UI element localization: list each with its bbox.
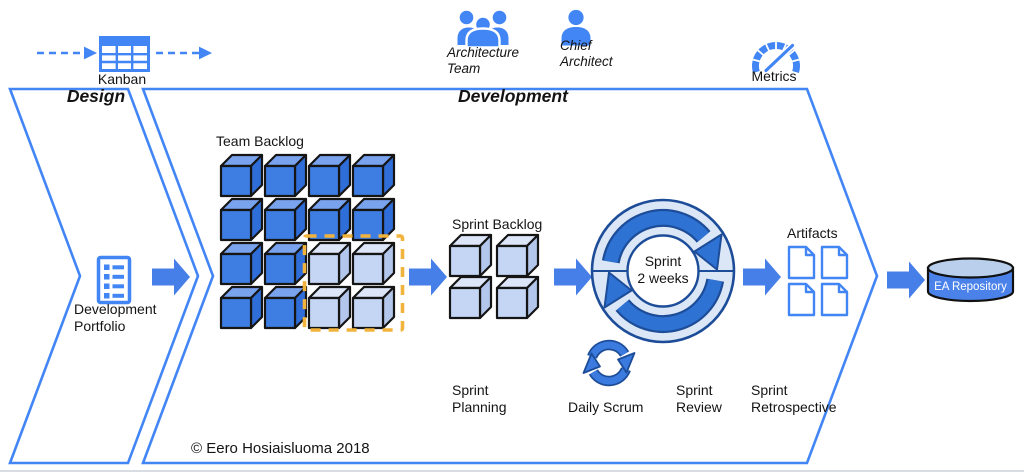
daily-scrum-icon — [582, 339, 636, 387]
metrics-gauge-icon — [750, 40, 802, 74]
chief-architect-icon — [561, 9, 591, 46]
daily-scrum-label: Daily Scrum — [568, 399, 644, 415]
architecture-team-label: Architecture Team — [447, 45, 520, 76]
team-backlog-label: Team Backlog — [216, 133, 304, 149]
ea-repository-label: EA Repository — [934, 281, 1007, 293]
sprint-cycle-label: Sprint 2 weeks — [637, 253, 689, 286]
design-stage-title: Design — [66, 86, 126, 106]
development-stage-title: Development — [458, 86, 568, 106]
metrics-label: Metrics — [751, 68, 797, 84]
ea-repository-database-icon — [926, 257, 1015, 303]
development-portfolio-icon — [96, 255, 132, 305]
kanban-label: Kanban — [97, 71, 147, 87]
architecture-team-icon — [457, 10, 509, 49]
sprint-planning-label: Sprint Planning — [452, 382, 507, 415]
sprint-review-label: Sprint Review — [676, 382, 722, 415]
dashed-arrow-left — [37, 46, 97, 60]
artifacts-label: Artifacts — [787, 225, 838, 241]
kanban-board-icon — [99, 36, 150, 72]
flow-arrow-to-repository — [887, 261, 925, 299]
sprint-backlog-label: Sprint Backlog — [452, 216, 543, 232]
development-portfolio-label: Development Portfolio — [74, 301, 157, 334]
chief-architect-label: Chief Architect — [560, 38, 613, 69]
sprint-cycle-icon — [590, 198, 736, 344]
sprint-retrospective-label: Sprint Retrospective — [751, 382, 837, 415]
dashed-arrow-right — [156, 46, 212, 60]
sprint-selection-outline — [302, 234, 405, 332]
copyright-text: © Eero Hosiaisluoma 2018 — [191, 440, 370, 457]
